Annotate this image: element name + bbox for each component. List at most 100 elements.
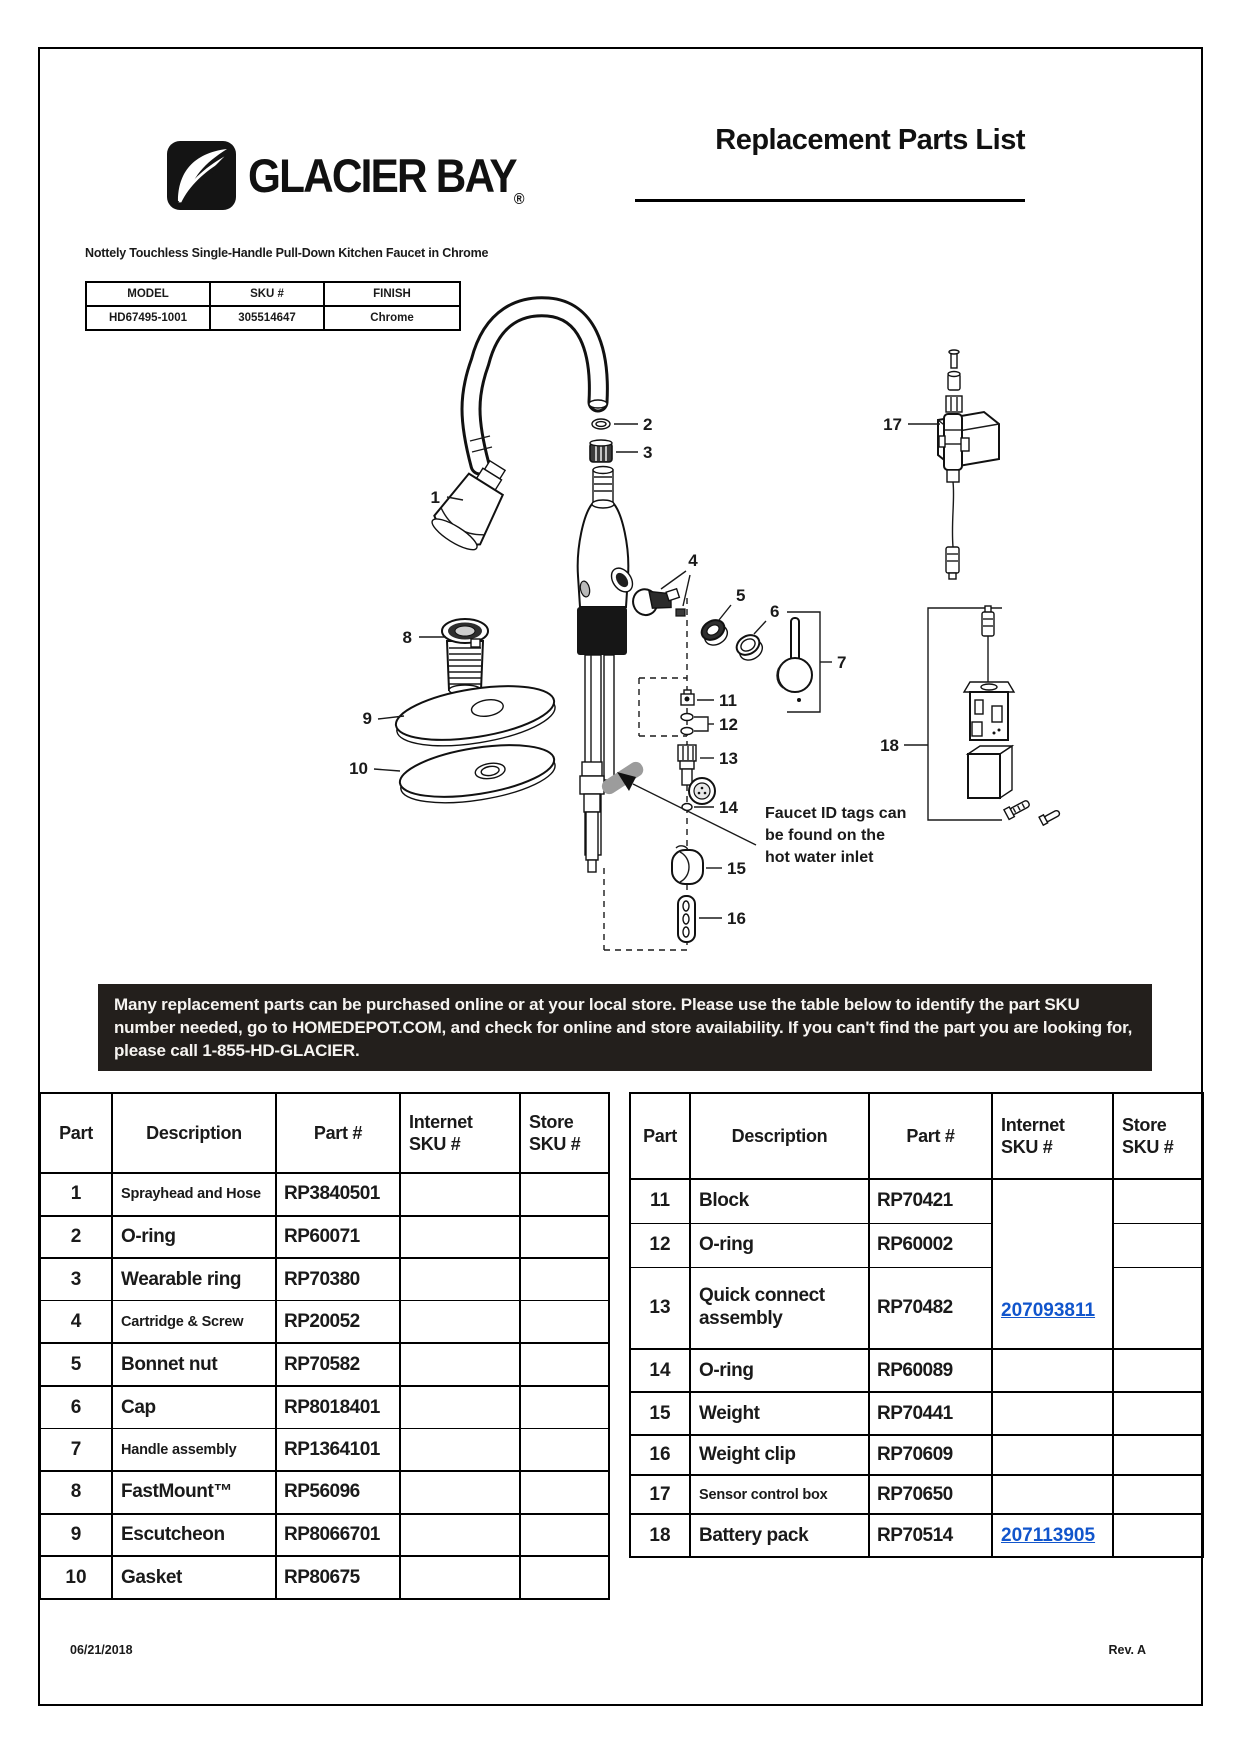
- product-info-value-row: HD67495-1001 305514647 Chrome: [85, 305, 461, 331]
- part-desc: Gasket: [111, 1555, 277, 1600]
- callout-10: 10: [349, 759, 368, 778]
- finish-value: Chrome: [323, 305, 461, 331]
- store-sku-cell: [519, 1470, 610, 1515]
- store-sku-cell: [519, 1342, 610, 1387]
- store-sku-cell: [519, 1300, 610, 1345]
- part-no: RP70609: [868, 1434, 993, 1476]
- part-num: 4: [39, 1300, 113, 1345]
- internet-sku-cell: 207113905: [991, 1513, 1114, 1558]
- internet-sku-link-207093811[interactable]: 207093811: [1001, 1300, 1096, 1321]
- part-no: RP8018401: [275, 1384, 401, 1430]
- part-num: 14: [629, 1348, 691, 1393]
- part-desc: Battery pack: [689, 1513, 870, 1558]
- part-num: 6: [39, 1384, 113, 1430]
- table-row: 5 Bonnet nut RP70582: [39, 1342, 610, 1387]
- faucet-body-drawing: [576, 465, 644, 873]
- parts-table-left: Part Description Part # Internet SKU # S…: [39, 1092, 610, 1600]
- block-drawing: [680, 689, 695, 706]
- left-header-internet-sku: Internet SKU #: [399, 1092, 521, 1174]
- spout-drawing: [460, 296, 609, 476]
- faucet-id-note: Faucet ID tags can be found on the hot w…: [617, 772, 906, 866]
- left-header-row: Part Description Part # Internet SKU # S…: [39, 1092, 610, 1174]
- part-num: 8: [39, 1470, 113, 1515]
- part-num: 7: [39, 1428, 113, 1473]
- sprayhead-drawing: [431, 459, 507, 551]
- part-desc: FastMount™: [111, 1470, 277, 1515]
- internet-sku-cell: [399, 1384, 521, 1430]
- part-no: RP80675: [275, 1555, 401, 1600]
- part-no: RP70650: [868, 1474, 993, 1515]
- store-sku-cell: [1112, 1348, 1204, 1393]
- page-border: [38, 47, 1203, 1706]
- store-sku-cell: [519, 1555, 610, 1600]
- table-row: 15 Weight RP70441: [629, 1391, 1204, 1436]
- callout-3: 3: [643, 443, 652, 462]
- table-row: 10 Gasket RP80675: [39, 1555, 610, 1600]
- glacier-bay-logo: GLACIER BAY®: [165, 139, 555, 212]
- store-sku-cell: [1112, 1266, 1204, 1350]
- part-no: RP1364101: [275, 1428, 401, 1473]
- internet-sku-cell: [991, 1434, 1114, 1476]
- store-sku-cell: [1112, 1391, 1204, 1436]
- part-num: 9: [39, 1512, 113, 1558]
- part-desc: Sensor control box: [689, 1474, 870, 1515]
- part-num: 10: [39, 1555, 113, 1600]
- left-header-store-sku: Store SKU #: [519, 1092, 610, 1174]
- escutcheon-drawing: [394, 685, 556, 747]
- footer-revision: Rev. A: [1108, 1643, 1146, 1657]
- part-desc: O-ring: [689, 1348, 870, 1393]
- part-num: 2: [39, 1214, 113, 1260]
- part-desc: O-ring: [689, 1222, 870, 1268]
- internet-sku-cell: [399, 1470, 521, 1515]
- left-header-part: Part: [39, 1092, 113, 1174]
- o-ring-2-drawing: [591, 418, 611, 430]
- right-header-row: Part Description Part # Internet SKU # S…: [629, 1092, 1204, 1180]
- part-no: RP56096: [275, 1470, 401, 1515]
- battery-pack-drawing: [927, 605, 1061, 827]
- table-row: 11 Block RP70421 207093811: [629, 1178, 1204, 1350]
- part-desc: Block: [689, 1178, 870, 1224]
- part-num: 16: [629, 1434, 691, 1476]
- right-header-internet-sku: Internet SKU #: [991, 1092, 1114, 1180]
- table-row: 6 Cap RP8018401: [39, 1384, 610, 1430]
- table-row: 18 Battery pack RP70514 207113905: [629, 1513, 1204, 1558]
- sensor-control-box-drawing: [937, 349, 1000, 580]
- part-no: RP70380: [275, 1257, 401, 1302]
- callout-2: 2: [643, 415, 652, 434]
- internet-sku-cell: [991, 1348, 1114, 1393]
- title-underline: [635, 199, 1025, 202]
- fastmount-drawing: [441, 618, 489, 696]
- store-sku-cell: [519, 1428, 610, 1473]
- callout-6: 6: [770, 602, 779, 621]
- part-num: 3: [39, 1257, 113, 1302]
- cartridge-screw-drawing: [675, 608, 686, 617]
- internet-sku-cell: [399, 1555, 521, 1600]
- callout-7: 7: [837, 653, 846, 672]
- wearable-ring-drawing: [589, 439, 613, 463]
- internet-sku-cell: [991, 1391, 1114, 1436]
- callout-13: 13: [719, 749, 738, 768]
- internet-sku-cell: [399, 1342, 521, 1387]
- store-sku-cell: [1112, 1178, 1204, 1224]
- internet-sku-link-207113905[interactable]: 207113905: [1001, 1524, 1096, 1546]
- product-info-table: MODEL SKU # FINISH HD67495-1001 30551464…: [85, 281, 461, 331]
- table-row: 14 O-ring RP60089: [629, 1348, 1204, 1393]
- internet-sku-cell: [399, 1257, 521, 1302]
- note-line-2: be found on the: [765, 827, 885, 844]
- internet-sku-cell: [399, 1172, 521, 1217]
- weight-clip-drawing: [677, 895, 696, 943]
- part-desc: Weight: [689, 1391, 870, 1436]
- part-no: RP70421: [868, 1178, 993, 1224]
- internet-sku-cell: [991, 1474, 1114, 1515]
- part-no: RP8066701: [275, 1512, 401, 1558]
- part-no: RP20052: [275, 1300, 401, 1345]
- part-no: RP60002: [868, 1222, 993, 1268]
- table-row: 2 O-ring RP60071: [39, 1214, 610, 1260]
- store-sku-cell: [1112, 1513, 1204, 1558]
- part-desc: Cartridge & Screw: [111, 1300, 277, 1345]
- part-desc: Wearable ring: [111, 1257, 277, 1302]
- o-ring-12-drawing: [680, 712, 694, 736]
- part-desc: Quick connect assembly: [689, 1266, 870, 1350]
- callout-15: 15: [727, 859, 746, 878]
